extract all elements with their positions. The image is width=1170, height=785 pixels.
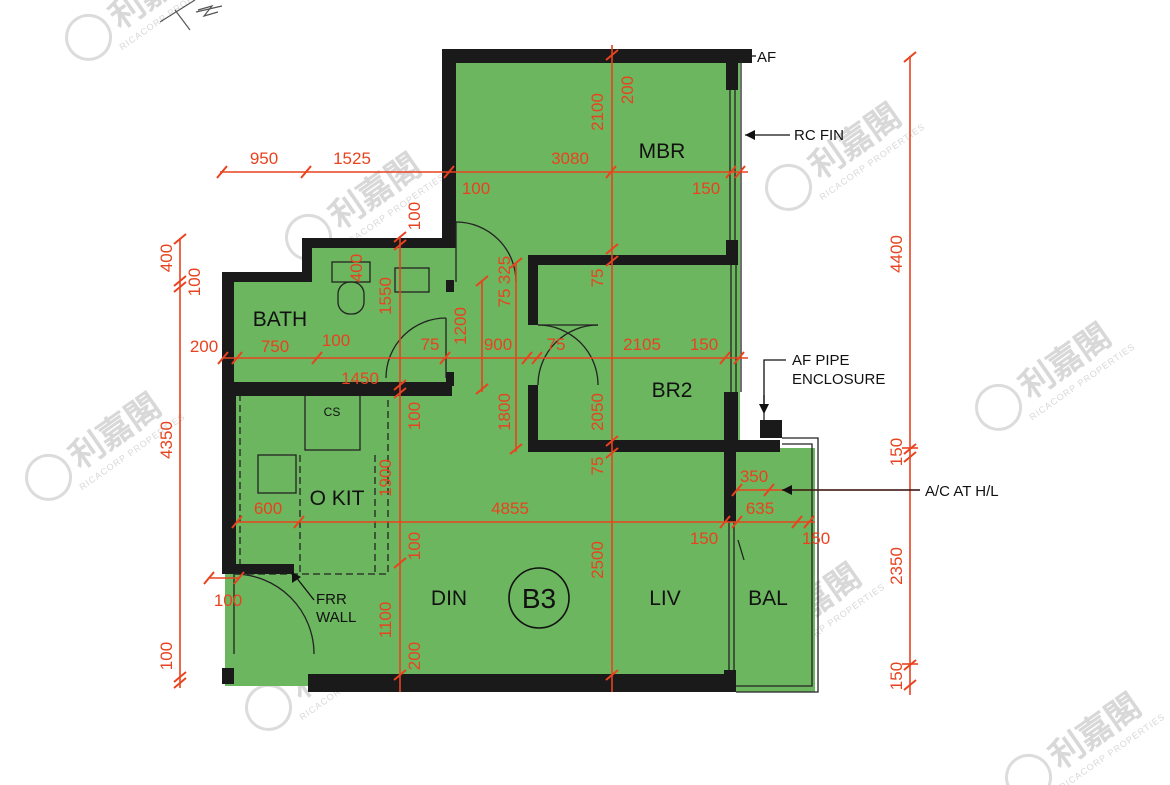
room-label-open-kitchen: O KIT <box>310 487 365 510</box>
label-cs: CS <box>324 405 341 419</box>
dim-2100: 2100 <box>588 93 607 131</box>
dim-635: 635 <box>746 499 774 518</box>
note-af-pipe-1: AF PIPE <box>792 352 850 369</box>
room-label-living: LIV <box>649 587 681 610</box>
room-label-balcony: BAL <box>748 587 788 610</box>
arrow-heads <box>292 130 792 583</box>
window-lines <box>728 60 819 693</box>
dim-1525: 1525 <box>333 149 371 168</box>
note-rc-fin: RC FIN <box>794 127 844 144</box>
dim-150a: 150 <box>692 179 720 198</box>
dim-75e: 75 <box>588 457 607 476</box>
dim-100f: 100 <box>405 532 424 560</box>
dim-3080: 3080 <box>551 149 589 168</box>
kitchen-fixtures <box>239 393 389 575</box>
dim-75c: 75 <box>421 335 440 354</box>
watermark: 利嘉閣 RICACORP PROPERTIES <box>1005 686 1167 785</box>
note-af-pipe-2: ENCLOSURE <box>792 371 885 388</box>
dim-400a: 400 <box>347 254 366 282</box>
dim-2500: 2500 <box>588 541 607 579</box>
room-label-bath: BATH <box>253 308 307 331</box>
dim-350: 350 <box>740 467 768 486</box>
dim-900: 900 <box>484 335 512 354</box>
note-frr-1: FRR <box>316 591 347 608</box>
dim-200c: 200 <box>405 642 424 670</box>
dim-1100: 1100 <box>376 602 395 639</box>
dimension-ticks <box>173 49 917 691</box>
dim-100d: 100 <box>405 402 424 430</box>
unit-label: B3 <box>522 583 556 614</box>
dim-600: 600 <box>254 499 282 518</box>
watermark: 利嘉閣 RICACORP PROPERTIES <box>975 316 1137 431</box>
north-arrow-icon <box>159 0 223 31</box>
dim-2350: 2350 <box>887 547 906 585</box>
dim-150d: 150 <box>802 529 830 548</box>
dim-100a: 100 <box>462 179 490 198</box>
note-af: AF <box>757 49 776 66</box>
room-label-mbr: MBR <box>639 140 686 163</box>
dim-75d: 75 <box>547 335 566 354</box>
dim-75b: 75 <box>588 269 607 288</box>
room-label-br2: BR2 <box>652 379 693 402</box>
dim-4400: 4400 <box>887 235 906 273</box>
dim-100b: 100 <box>405 202 424 230</box>
dim-75a: 75 <box>495 289 514 308</box>
dim-1900: 1900 <box>376 459 395 497</box>
dim-100c: 100 <box>322 331 350 350</box>
dim-100h: 100 <box>185 268 204 296</box>
dim-1450: 1450 <box>341 369 379 388</box>
dim-1800: 1800 <box>495 393 514 431</box>
dimension-lines <box>179 45 920 695</box>
walls <box>222 49 782 692</box>
dim-100g: 100 <box>157 642 176 670</box>
dim-750: 750 <box>261 337 289 356</box>
unit-badge-circle <box>508 567 570 629</box>
dim-150e: 150 <box>887 438 906 466</box>
room-label-dining: DIN <box>431 587 467 610</box>
dim-4855: 4855 <box>491 499 529 518</box>
toilet-icon <box>331 261 430 315</box>
watermark: 利嘉閣 RICACORP PROPERTIES <box>65 0 227 61</box>
dim-100e: 100 <box>214 591 242 610</box>
dim-1550: 1550 <box>376 277 395 315</box>
dim-325: 325 <box>495 256 514 284</box>
door-swings <box>233 221 599 655</box>
dim-4350: 4350 <box>157 421 176 459</box>
dim-2105: 2105 <box>623 335 661 354</box>
dim-150c: 150 <box>690 529 718 548</box>
dim-200a: 200 <box>618 76 637 104</box>
dim-150b: 150 <box>690 335 718 354</box>
note-ac: A/C AT H/L <box>925 483 999 500</box>
dim-200b: 200 <box>190 337 218 356</box>
watermark: 利嘉閣 RICACORP PROPERTIES <box>765 96 927 211</box>
dim-2050: 2050 <box>588 393 607 431</box>
floor-area <box>225 56 815 692</box>
dim-1200: 1200 <box>451 307 470 345</box>
dim-150f: 150 <box>887 662 906 690</box>
dim-400b: 400 <box>157 244 176 272</box>
note-frr-2: WALL <box>316 609 356 626</box>
dim-950: 950 <box>250 149 278 168</box>
